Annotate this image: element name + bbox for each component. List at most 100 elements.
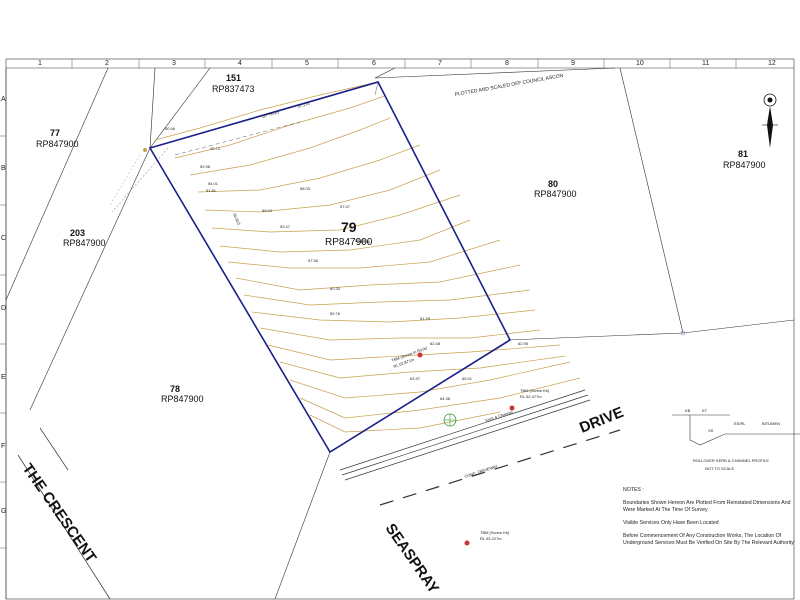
svg-text:RP847900: RP847900	[534, 189, 577, 199]
profile-scale: NOT TO SCALE	[705, 466, 734, 471]
svg-text:65.01: 65.01	[462, 376, 473, 381]
svg-text:55.04: 55.04	[262, 208, 273, 213]
grid-columns: 1 2 3 4 5 6 7 8 9 10 11 12	[38, 60, 776, 67]
road-drive: DRIVE	[577, 404, 626, 437]
svg-text:57.07: 57.07	[340, 204, 351, 209]
note-services: Visible Services Only Have Been Located	[623, 520, 719, 527]
grid-col-7: 7	[438, 60, 442, 67]
lot-79-boundary	[148, 81, 512, 454]
grid-row-b: B	[1, 165, 6, 172]
svg-text:62.48: 62.48	[430, 341, 441, 346]
kerb-profile-diagram	[672, 414, 800, 446]
notes-panel: NOTES : Boundaries Shown Hereon Are Plot…	[623, 487, 799, 553]
svg-text:53.47: 53.47	[280, 224, 291, 229]
lot-151: 151 RP837473	[212, 73, 255, 94]
lot-81: 81 RP847900	[723, 149, 766, 170]
grid-rows: A B C D E F G	[1, 96, 6, 515]
road-edges	[17, 389, 591, 600]
note-construction: Before Commencement Of Any Construction …	[623, 533, 794, 547]
svg-text:79: 79	[341, 219, 357, 235]
grid-col-2: 2	[105, 60, 109, 67]
svg-text:151: 151	[226, 73, 241, 83]
svg-text:RP837473: RP837473	[212, 84, 255, 94]
tbm-kerb-2: TBM (Screw Kb) RL 63.227m	[464, 530, 510, 546]
svg-text:59.76: 59.76	[330, 311, 341, 316]
svg-text:RP847900: RP847900	[723, 160, 766, 170]
spot-levels: 56.03 57.07 58.23 59.76 60.56 61.29 62.4…	[165, 126, 529, 401]
svg-text:63.37: 63.37	[410, 376, 421, 381]
svg-text:RL 63.227m: RL 63.227m	[480, 536, 502, 541]
grid-col-4: 4	[238, 60, 242, 67]
grid-row-c: C	[1, 235, 6, 242]
conc-driveway-label: CONC. DRIVEWAY	[464, 463, 499, 479]
svg-text:52.98: 52.98	[200, 164, 211, 169]
profile-esrl: ES/RL	[734, 421, 746, 426]
road-the-crescent: THE CRESCENT	[19, 461, 100, 566]
plotted-annotation: PLOTTED AND SCALED OFF COUNCIL ASCON	[454, 73, 564, 98]
lot-203: 203 RP847900	[63, 228, 106, 248]
grid-row-a: A	[1, 96, 6, 103]
svg-text:54.01: 54.01	[208, 181, 219, 186]
grid-col-1: 1	[38, 60, 42, 67]
sewer-marker	[443, 413, 457, 427]
lot-79: 79 RP847900	[325, 219, 373, 248]
svg-text:62.95: 62.95	[518, 341, 529, 346]
svg-text:77: 77	[50, 128, 60, 138]
grid-row-d: D	[1, 305, 6, 312]
svg-text:61.29: 61.29	[420, 316, 431, 321]
grid-col-10: 10	[636, 60, 644, 67]
contour-lines	[154, 81, 581, 433]
grid-col-9: 9	[571, 60, 575, 67]
survey-mark	[143, 148, 147, 152]
north-arrow-icon	[762, 93, 778, 148]
profile-bitumen: BITUMEN	[762, 421, 780, 426]
grid-col-11: 11	[702, 60, 709, 67]
road-seaspray: SEASPRAY	[382, 521, 442, 597]
svg-text:TBM (Screw Kb): TBM (Screw Kb)	[480, 530, 510, 535]
lot-77: 77 RP847900	[36, 128, 79, 149]
bearing-top: 117°05'20"	[261, 109, 281, 119]
svg-text:60.33: 60.33	[330, 286, 341, 291]
corner-mark	[680, 330, 686, 336]
svg-text:50.46: 50.46	[165, 126, 176, 131]
svg-text:78: 78	[170, 384, 180, 394]
svg-text:81: 81	[738, 149, 748, 159]
distance-left: 55.813	[232, 212, 242, 226]
grid-col-3: 3	[172, 60, 176, 67]
svg-text:RL 62.477m: RL 62.477m	[520, 394, 542, 399]
svg-text:203: 203	[70, 228, 85, 238]
svg-text:80: 80	[548, 179, 558, 189]
tbm-rock: TBM (Screw in Rock) RL 62.871m	[391, 345, 429, 369]
svg-text:60.56: 60.56	[360, 239, 371, 244]
svg-text:57.56: 57.56	[308, 258, 319, 263]
lot-80: 80 RP847900	[534, 179, 577, 199]
svg-text:56.03: 56.03	[300, 186, 311, 191]
profile-title: ROLLOVER KERB & CHANNEL PROFILE	[693, 458, 769, 463]
profile-kb: KB	[685, 408, 691, 413]
tbm-kerb-1: TBM (Screw Kb) RL 62.477m	[509, 388, 550, 411]
svg-text:51.81: 51.81	[206, 188, 217, 193]
notes-heading: NOTES :	[623, 487, 644, 493]
neighbour-boundaries	[5, 67, 795, 600]
grid-row-g: G	[1, 508, 6, 515]
svg-text:49.72: 49.72	[210, 146, 221, 151]
svg-text:RP847900: RP847900	[36, 139, 79, 149]
profile-ss: SS	[708, 428, 714, 433]
distance-top: 37.178	[297, 101, 311, 109]
svg-text:RP847900: RP847900	[63, 238, 106, 248]
svg-text:RP847900: RP847900	[325, 237, 373, 248]
profile-kt: KT	[702, 408, 708, 413]
svg-text:58.23: 58.23	[355, 238, 366, 243]
grid-col-12: 12	[768, 60, 776, 67]
grid-col-8: 8	[505, 60, 509, 67]
svg-text:TBM (Screw Kb): TBM (Screw Kb)	[520, 388, 550, 393]
grid-row-f: F	[1, 443, 5, 450]
note-boundaries: Boundaries Shown Hereon Are Plotted From…	[623, 500, 791, 514]
svg-text:64.38: 64.38	[440, 396, 451, 401]
lot-78: 78 RP847900	[161, 384, 204, 404]
svg-text:RP847900: RP847900	[161, 394, 204, 404]
grid-col-6: 6	[372, 60, 376, 67]
grid-col-5: 5	[305, 60, 309, 67]
grid-row-e: E	[1, 374, 6, 381]
